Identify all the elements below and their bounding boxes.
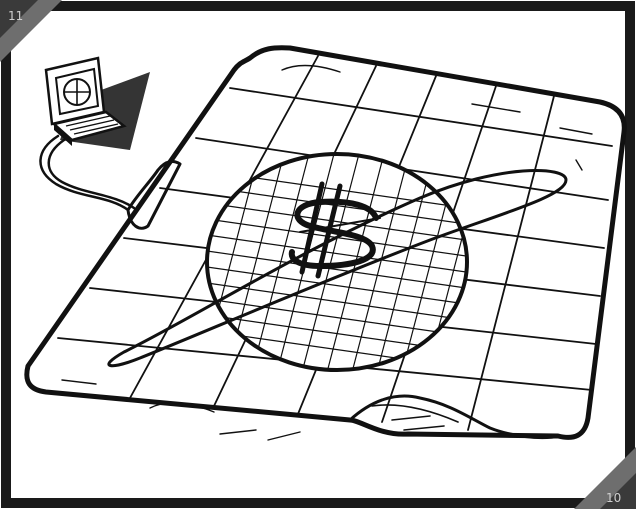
corner-tab-top-left: 11 — [0, 0, 62, 62]
computer-terminal-icon — [39, 56, 150, 212]
lens-circle — [107, 152, 568, 372]
corner-number-top-left: 11 — [8, 9, 23, 23]
dollar-sign-icon — [288, 181, 381, 279]
corner-tab-bottom-right: 10 — [574, 447, 636, 509]
corner-number-bottom-right: 10 — [606, 491, 621, 505]
